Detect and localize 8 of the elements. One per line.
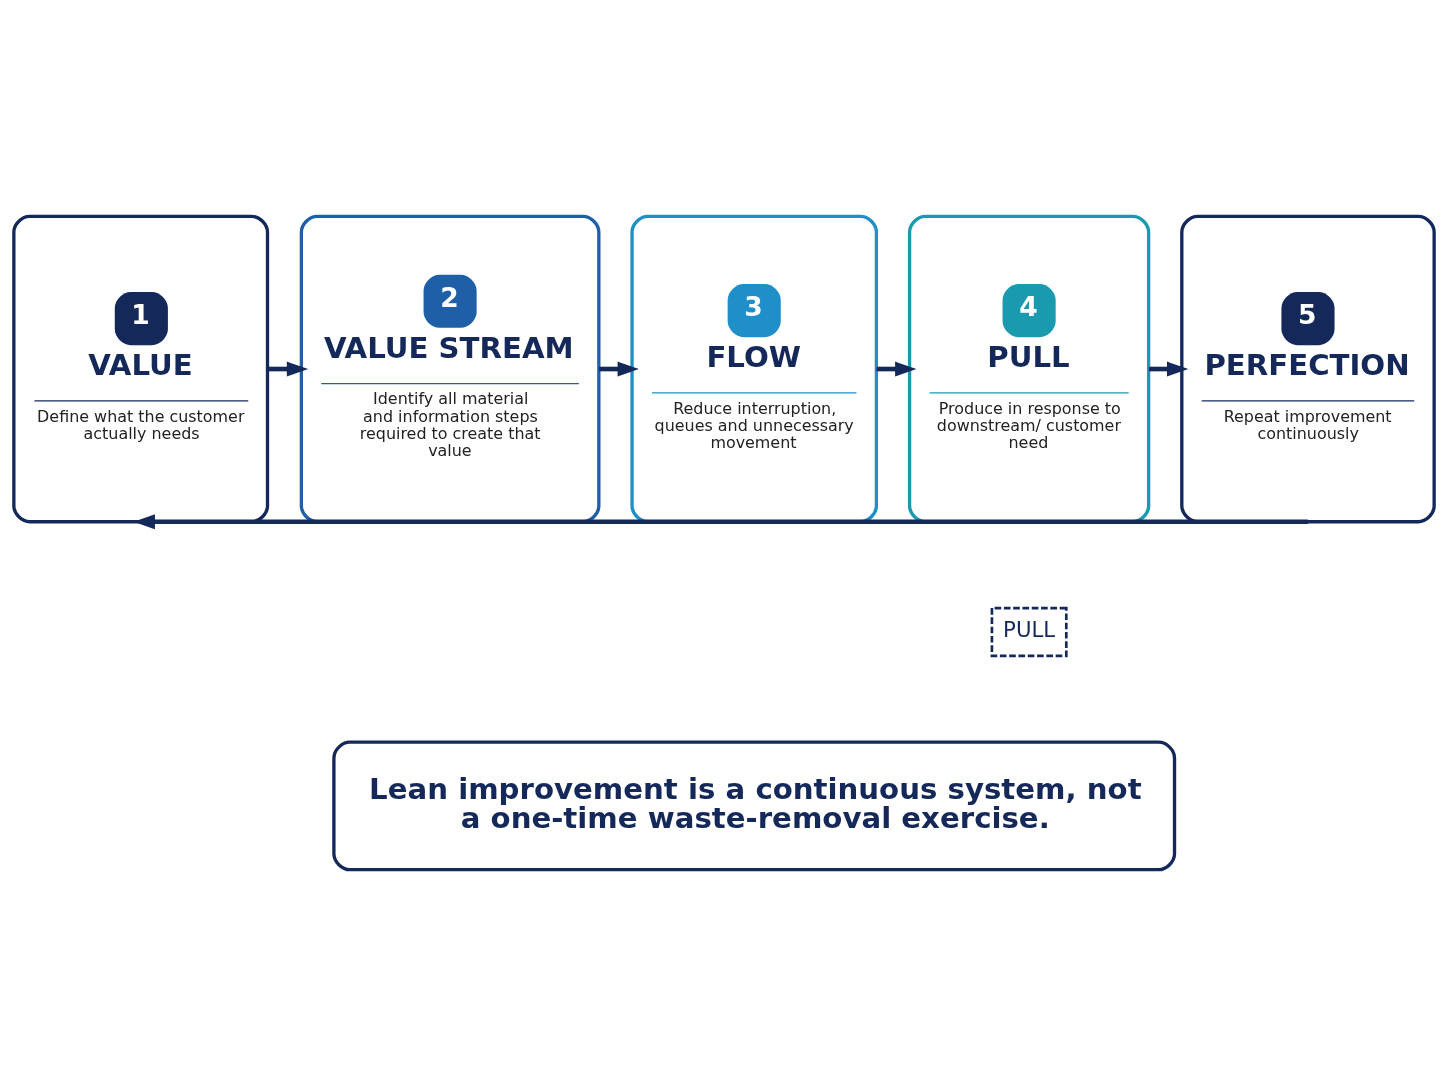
arrow	[876, 361, 917, 377]
node-box: Lean improvement is a continuous system, not a one-time waste-removal exercise.	[332, 740, 1177, 872]
label: PULL	[1003, 617, 1056, 643]
node-box: 1 VALUE Define what the customer actually needs	[12, 214, 270, 524]
arrow	[267, 361, 309, 377]
node-box: 5 PERFECTION Repeat improvement continuously	[1180, 214, 1436, 524]
arrow	[1148, 361, 1189, 377]
arrow	[599, 361, 639, 377]
